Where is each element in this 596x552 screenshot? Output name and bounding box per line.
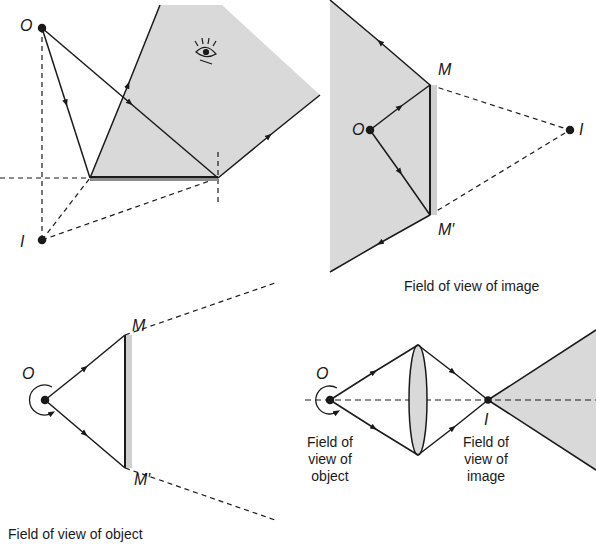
field-boundary <box>125 468 275 520</box>
field-boundary <box>125 283 275 335</box>
image-point <box>485 397 491 403</box>
principal-axis <box>305 399 596 400</box>
image-field-panel <box>330 0 574 272</box>
ray <box>330 345 418 400</box>
object-point <box>367 127 374 134</box>
mirror <box>431 85 437 215</box>
object-point <box>39 25 46 32</box>
point-label: O <box>352 120 364 139</box>
virtual-ray <box>430 85 570 130</box>
caption: Field of view of image <box>452 434 520 484</box>
ray <box>370 85 430 130</box>
mirror-surface <box>90 176 218 178</box>
point-label: M′ <box>438 220 454 239</box>
ray <box>45 335 125 400</box>
point-label: O <box>20 16 32 35</box>
view-region <box>330 0 430 272</box>
virtual-ray <box>42 178 218 240</box>
point-label: O <box>22 364 34 383</box>
normal-line <box>0 177 90 178</box>
point-label: I <box>579 120 583 139</box>
object-point <box>42 397 49 404</box>
virtual-ray <box>42 178 90 240</box>
image-point <box>567 127 574 134</box>
field-boundary <box>488 330 596 400</box>
ray <box>42 28 90 178</box>
point-label: M <box>132 316 145 335</box>
ray <box>90 5 160 178</box>
mirror-surface <box>124 335 126 468</box>
caption: Field of view of object <box>8 526 143 543</box>
point-label: M′ <box>134 470 150 489</box>
normal-line <box>41 28 42 240</box>
caption: Field of view of object <box>296 434 364 484</box>
ray <box>218 95 320 178</box>
virtual-ray <box>430 130 570 215</box>
object-field-panel <box>30 283 275 520</box>
ray <box>330 0 430 85</box>
ray <box>370 130 430 215</box>
mirror <box>90 176 218 181</box>
point-label: I <box>20 232 24 251</box>
ray <box>330 215 430 272</box>
ray <box>45 400 125 468</box>
point-label: M <box>438 60 451 79</box>
image-point <box>39 237 46 244</box>
mirror <box>126 335 132 468</box>
angle-arc <box>316 386 337 414</box>
convex-lens <box>409 345 427 455</box>
view-region <box>90 5 320 178</box>
object-point <box>327 397 334 404</box>
eye-icon <box>195 38 216 64</box>
point-label: I <box>484 410 488 429</box>
plane-mirror-panel <box>0 5 320 244</box>
angle-arc <box>30 385 52 415</box>
ray <box>418 345 488 400</box>
ray <box>42 28 218 178</box>
caption: Field of view of image <box>404 278 539 295</box>
mirror-surface <box>429 85 431 215</box>
point-label: O <box>316 364 328 383</box>
